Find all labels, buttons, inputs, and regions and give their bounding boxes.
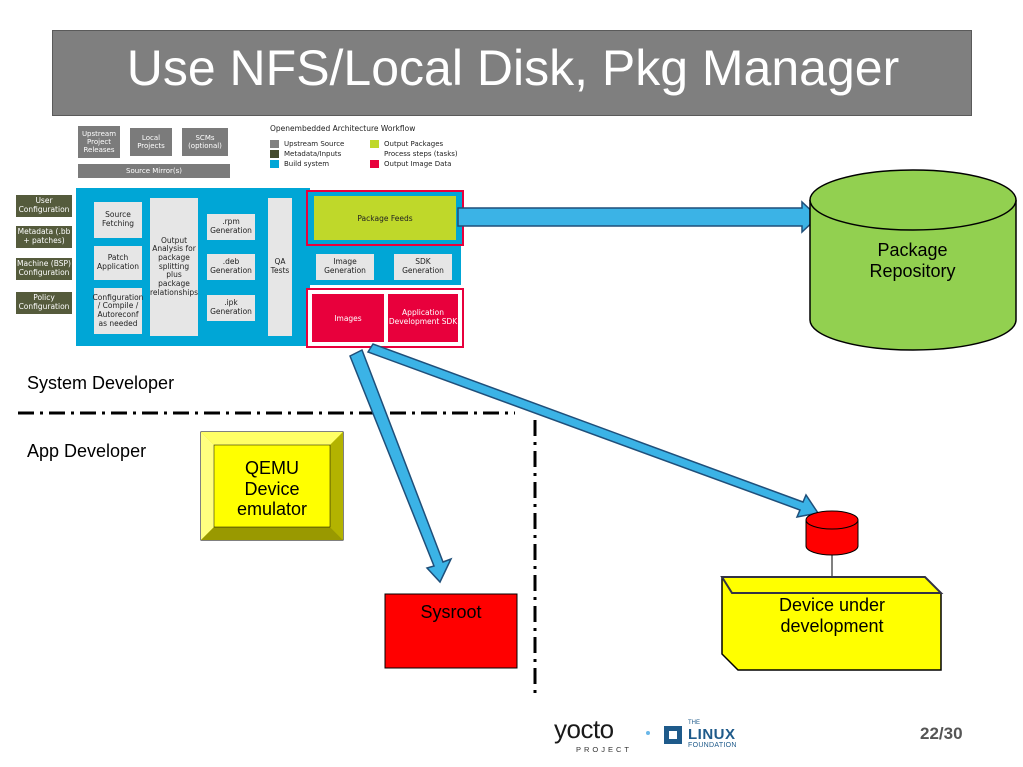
output-analysis-box: Output Analysis for package splitting pl… [150, 198, 198, 336]
rpm-generation-box: .rpm Generation [207, 214, 255, 240]
legend-swatch-dark [270, 150, 279, 158]
qa-tests-box: QA Tests [268, 198, 292, 336]
image-generation-box: Image Generation [316, 254, 374, 280]
sdk-generation-box: SDK Generation [394, 254, 452, 280]
package-repository-label: Package Repository [869, 240, 956, 281]
sysroot-box [384, 593, 518, 669]
source-fetching-box: Source Fetching [94, 202, 142, 238]
sysroot-label: Sysroot [420, 602, 482, 622]
linux-foundation-logo: THE LINUX FOUNDATION [664, 718, 764, 752]
deb-generation-box: .deb Generation [207, 254, 255, 280]
user-configuration-box: User Configuration [16, 195, 72, 217]
device-box-shade [720, 576, 944, 594]
device-cylinder-icon [805, 510, 859, 577]
title-bar: Use NFS/Local Disk, Pkg Manager [52, 30, 972, 116]
legend-output-image: Output Image Data [370, 160, 451, 168]
system-developer-label: System Developer [27, 373, 175, 393]
metadata-box: Metadata (.bb + patches) [16, 226, 72, 248]
linux-the: THE [688, 720, 700, 726]
legend-output-packages: Output Packages [370, 140, 443, 148]
ipk-generation-box: .ipk Generation [207, 295, 255, 321]
upstream-releases-box: Upstream Project Releases [78, 126, 120, 158]
workflow-diagram: Upstream Project Releases Local Projects… [0, 118, 470, 353]
configure-compile-box: Configuration / Compile / Autoreconf as … [93, 288, 143, 334]
yocto-wordmark: yocto [554, 714, 614, 744]
legend-upstream-source: Upstream Source [270, 140, 344, 148]
page-number: 22/30 [920, 724, 963, 743]
legend-swatch-gray [270, 140, 279, 148]
policy-configuration-box: Policy Configuration [16, 292, 72, 314]
legend-process-steps: Process steps (tasks) [384, 150, 458, 158]
linux-foundation-word: FOUNDATION [688, 742, 737, 749]
scms-box: SCMs (optional) [182, 128, 228, 156]
linux-word: LINUX [688, 726, 736, 743]
yocto-project-text: PROJECT [576, 745, 633, 754]
legend-swatch-red [370, 160, 379, 168]
output-image-box: Images Application Development SDK [306, 288, 464, 348]
legend-swatch-blue [270, 160, 279, 168]
arrow-to-sysroot [349, 348, 453, 584]
legend-build-system: Build system [270, 160, 329, 168]
app-developer-label: App Developer [27, 441, 147, 461]
workflow-heading: Openembedded Architecture Workflow [270, 124, 416, 133]
machine-bsp-box: Machine (BSP) Configuration [16, 258, 72, 280]
package-feeds-box: Package Feeds [306, 190, 464, 246]
local-projects-box: Local Projects [130, 128, 172, 156]
patch-application-box: Patch Application [94, 246, 142, 280]
legend-swatch-lime [370, 140, 379, 148]
yocto-logo: yocto PROJECT [554, 714, 654, 760]
qemu-box [200, 431, 344, 541]
qemu-label: QEMU Device emulator [236, 458, 308, 520]
arrow-to-repository [457, 200, 820, 234]
source-mirror-bar: Source Mirror(s) [78, 164, 230, 178]
device-label: Device under development [778, 595, 886, 636]
linux-foundation-inner-icon [669, 731, 677, 739]
package-feeds-fill: Package Feeds [314, 196, 456, 240]
arrow-to-device [366, 343, 820, 519]
repository-cylinder [809, 169, 1017, 351]
app-sdk-box: Application Development SDK [388, 294, 458, 342]
slide-title: Use NFS/Local Disk, Pkg Manager [126, 40, 900, 96]
yocto-dot-icon [646, 731, 650, 735]
legend-metadata: Metadata/Inputs [270, 150, 341, 158]
images-box: Images [312, 294, 384, 342]
